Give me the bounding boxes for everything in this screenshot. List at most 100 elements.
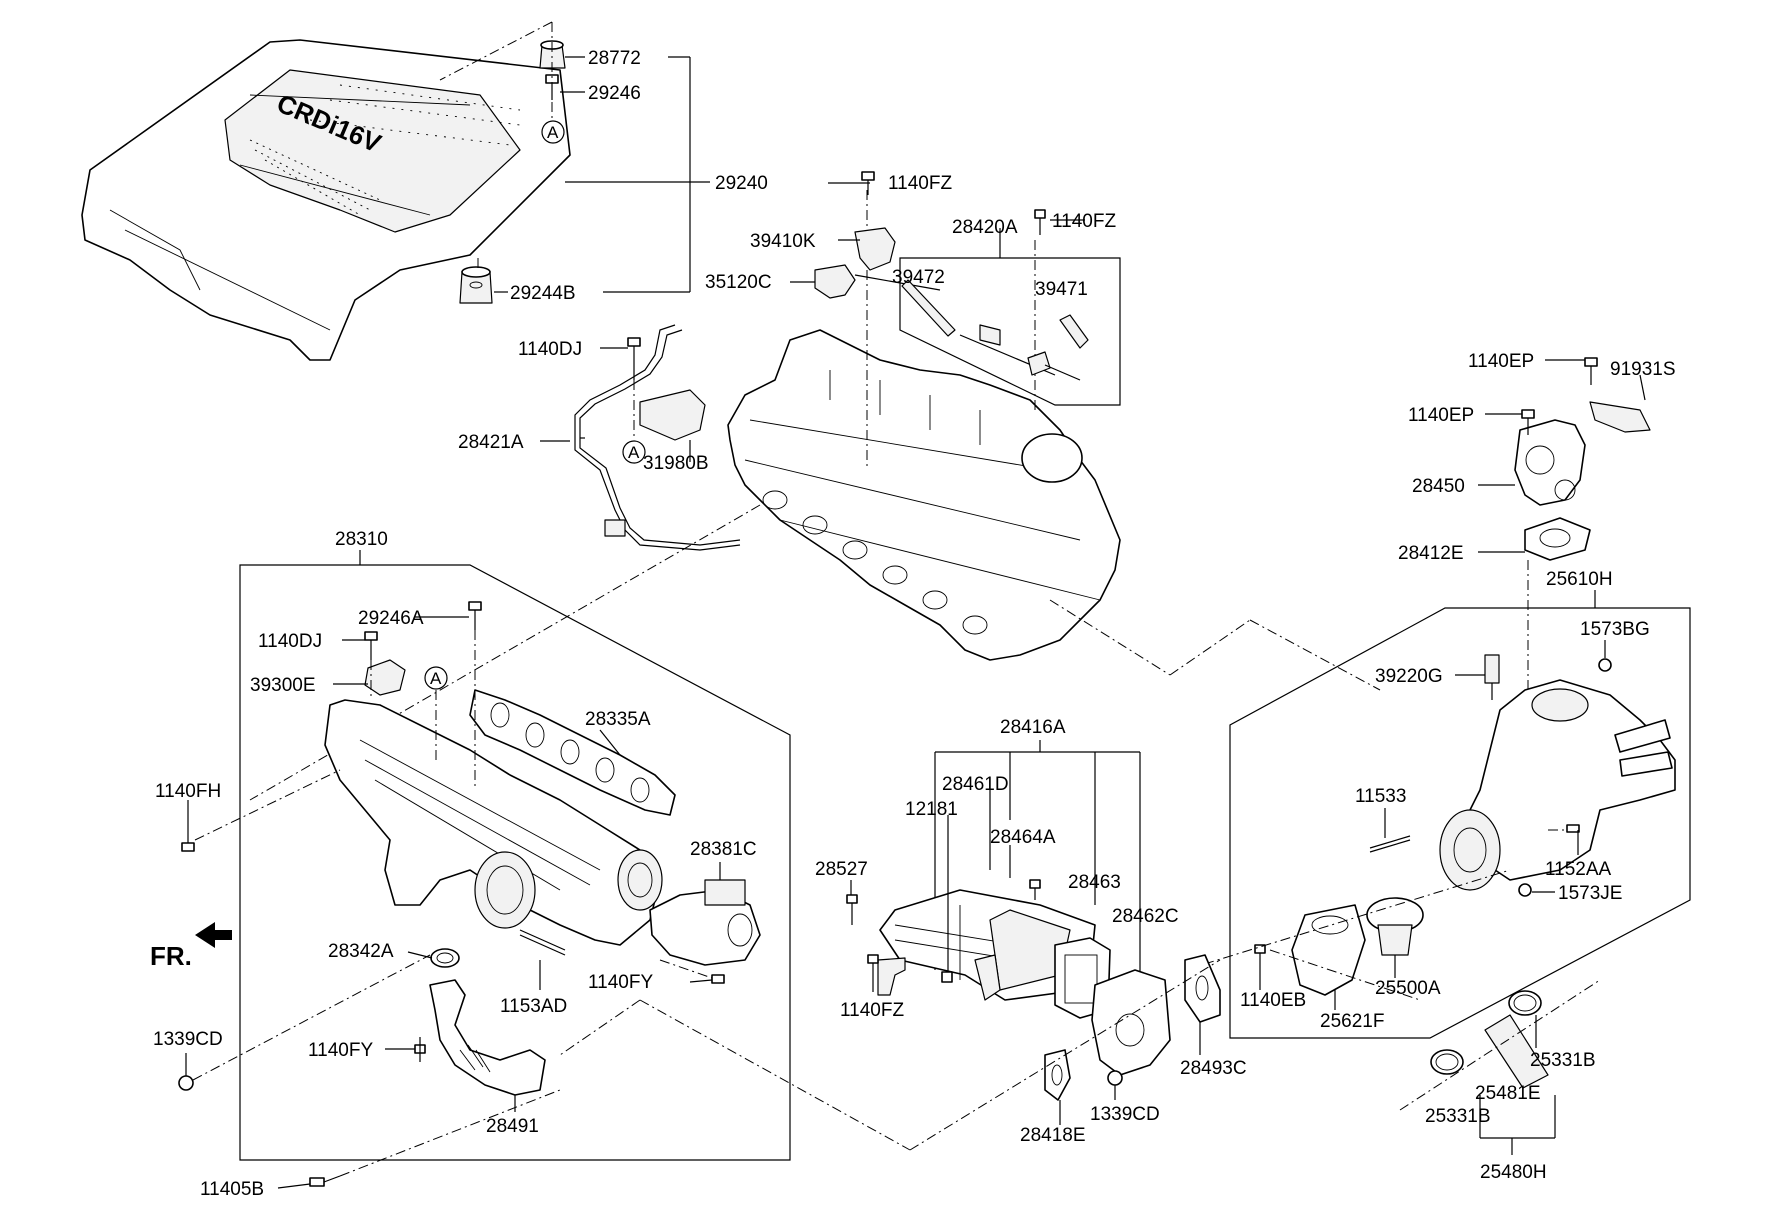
part-labels: 28772 29246 29240 29244B 1140FZ 1140FZ 3… (153, 48, 1676, 1200)
label-1140fz-b: 1140FZ (1052, 211, 1116, 232)
gasket-28412e (1524, 517, 1591, 561)
label-29240: 29240 (715, 173, 768, 194)
label-28463: 28463 (1068, 872, 1121, 893)
head-ports (762, 490, 988, 635)
bolt-1140dj-manifold (364, 631, 378, 660)
intake-manifold (324, 699, 663, 946)
pipe-28527 (877, 957, 906, 996)
gasket-28493c (1184, 954, 1221, 1023)
label-28772: 28772 (588, 48, 641, 69)
label-1140ep-b: 1140EP (1408, 405, 1474, 426)
label-25481e: 25481E (1475, 1083, 1541, 1104)
label-39472: 39472 (892, 267, 945, 288)
label-29246: 29246 (588, 83, 641, 104)
cylinder-head (727, 329, 1121, 661)
label-29244b: 29244B (510, 283, 576, 304)
label-1140fh: 1140FH (155, 781, 221, 802)
label-31980b: 31980B (643, 453, 709, 474)
thermostat-25500a (1366, 897, 1424, 956)
label-1140dj-a: 1140DJ (518, 339, 582, 360)
engine-cover-29240: CRDi16V (81, 39, 571, 361)
sensor-35120c (814, 264, 941, 299)
label-39410k: 39410K (750, 231, 816, 252)
label-25331b-b: 25331B (1425, 1106, 1491, 1127)
label-1573bg: 1573BG (1580, 619, 1650, 640)
grommet-29244b (459, 266, 493, 304)
gasket-28342a (430, 948, 460, 968)
label-11405b: 11405B (200, 1179, 264, 1200)
label-1140fz-c: 1140FZ (840, 1000, 904, 1021)
gasket-28418e (1044, 1049, 1071, 1101)
label-12181: 12181 (905, 799, 958, 820)
label-28464a: 28464A (990, 827, 1056, 848)
sensor-39220g (1484, 654, 1500, 700)
egr-bypass-28462c (1091, 969, 1171, 1076)
label-1152aa: 1152AA (1545, 859, 1612, 880)
plug-1573je (1518, 883, 1532, 897)
label-28461d: 28461D (942, 774, 1009, 795)
label-28450: 28450 (1412, 476, 1465, 497)
label-1140dj-b: 1140DJ (258, 631, 322, 652)
pipe-28421a (574, 324, 741, 551)
label-1140eb: 1140EB (1240, 990, 1306, 1011)
label-28310: 28310 (335, 529, 388, 550)
stud-11533 (1369, 835, 1411, 853)
clamp-25331b-right (1508, 990, 1542, 1016)
label-11533: 11533 (1355, 786, 1406, 807)
plug-1573bg (1598, 658, 1612, 672)
hose-39471 (1027, 314, 1089, 381)
nut-1339cd-left (178, 1075, 194, 1091)
label-28421a: 28421A (458, 432, 524, 453)
label-28381c: 28381C (690, 839, 757, 860)
svg-text:A: A (547, 123, 559, 142)
bolt-1140dj-top (627, 337, 641, 380)
bolt-28464a (1029, 879, 1041, 900)
bolt-1140fh (181, 825, 195, 852)
label-28342a: 28342A (328, 941, 394, 962)
gasket-28335a (469, 689, 676, 816)
bolt-1152aa (1548, 824, 1580, 833)
egr-pipe-28491 (429, 979, 546, 1096)
egr-valve-28450 (1514, 419, 1586, 506)
label-1140fz-a: 1140FZ (888, 173, 952, 194)
label-28462c: 28462C (1112, 906, 1179, 927)
bolt-1140fz-right (1034, 209, 1046, 235)
thermostat-cover-25621f (1291, 904, 1366, 996)
label-25500a: 25500A (1375, 978, 1441, 999)
label-28491: 28491 (486, 1116, 539, 1137)
label-39300e: 39300E (250, 675, 316, 696)
label-1153ad: 1153AD (500, 996, 567, 1017)
svg-text:A: A (628, 443, 640, 462)
label-1140fy-b: 1140FY (308, 1040, 373, 1061)
label-29246a: 29246A (358, 608, 424, 629)
label-1140ep-a: 1140EP (1468, 351, 1534, 372)
svg-text:A: A (430, 669, 442, 688)
bolt-11405b (309, 1175, 341, 1187)
bolt-1140fz-cooler (867, 954, 879, 980)
label-28335a: 28335A (585, 709, 651, 730)
label-1140fy-a: 1140FY (588, 972, 653, 993)
cover-dots (249, 84, 521, 216)
ref-circle-a-top: A (541, 120, 565, 144)
bolt-1140ep-a (1584, 357, 1598, 385)
label-28418e: 28418E (1020, 1125, 1086, 1146)
bracket-91931s (1589, 401, 1651, 433)
front-direction-arrow: FR. (150, 922, 232, 971)
label-25480h: 25480H (1480, 1162, 1547, 1183)
hose-25481e (1484, 1014, 1549, 1089)
label-25610h: 25610H (1546, 569, 1613, 590)
ref-circle-a-mid: A (622, 440, 646, 464)
stud-1153ad (519, 929, 566, 956)
map-sensor-39300e (364, 659, 406, 696)
ref-circle-a-manifold: A (424, 666, 448, 690)
bolt-12181 (941, 971, 953, 983)
label-leaders (185, 182, 1646, 1189)
svg-text:FR.: FR. (150, 941, 192, 971)
label-28527: 28527 (815, 859, 868, 880)
throttle-body-28381c (649, 879, 761, 966)
label-39220g: 39220G (1375, 666, 1443, 687)
clamp-25331b-left (1430, 1049, 1464, 1075)
bolt-29246a (468, 601, 482, 630)
label-1339cd-a: 1339CD (153, 1029, 223, 1050)
